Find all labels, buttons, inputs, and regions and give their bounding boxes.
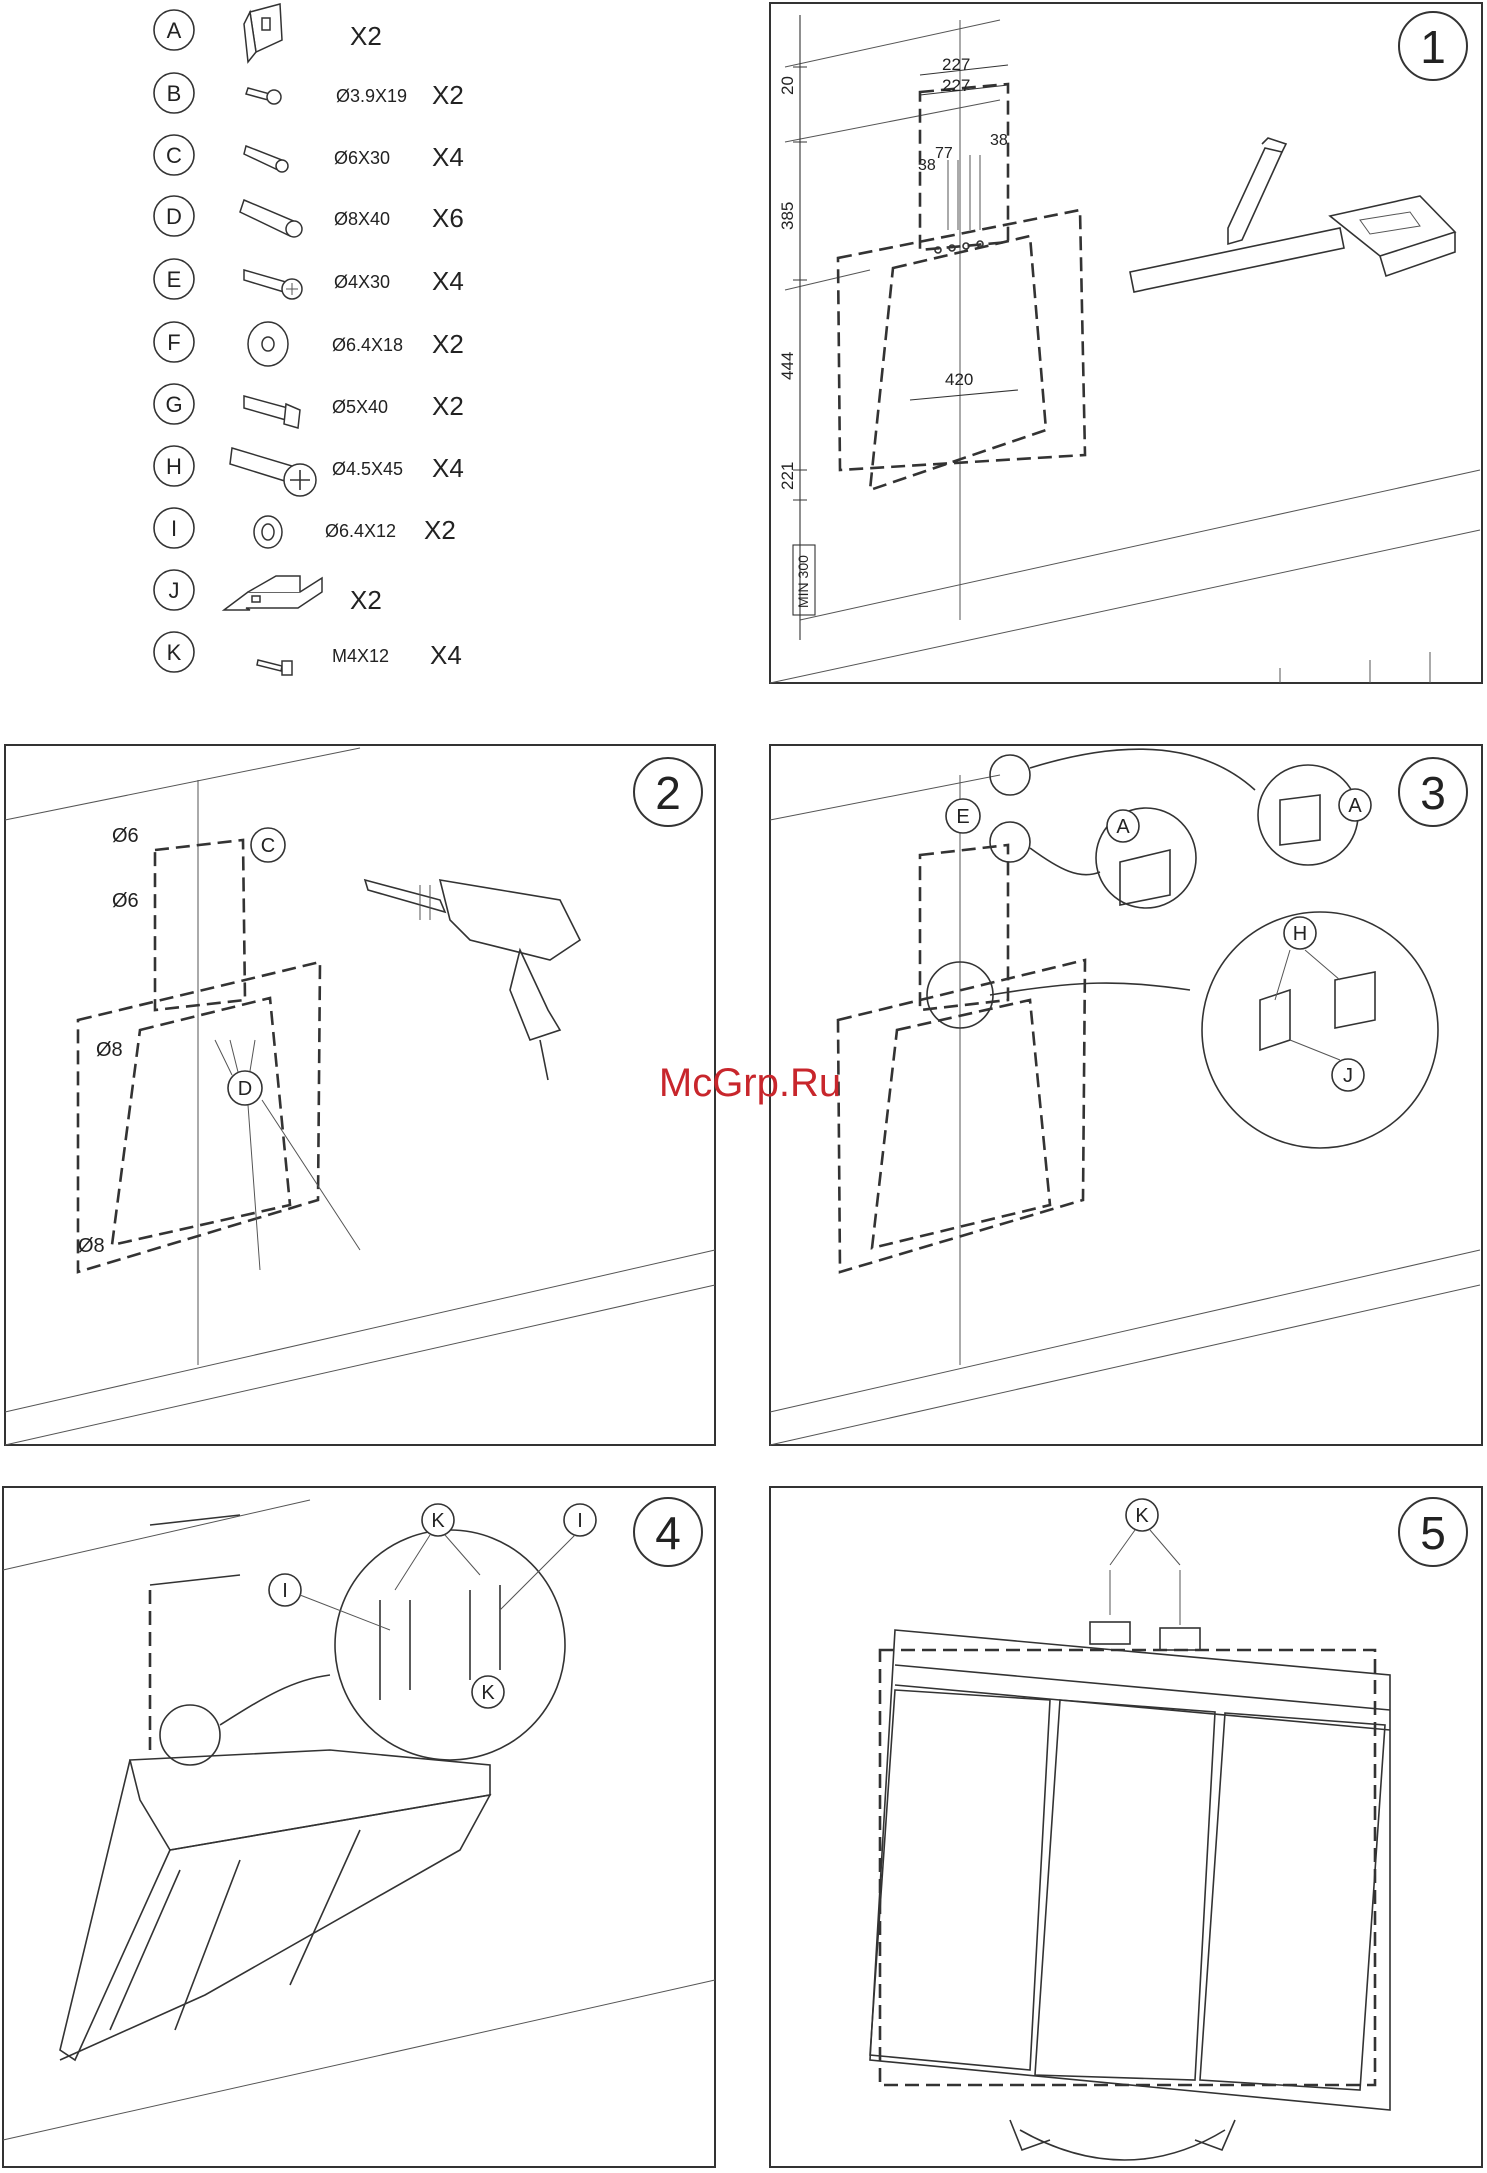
part-qty: X2 (350, 585, 382, 615)
wall-plug-small-icon (244, 146, 288, 172)
part-row-a: A X2 (154, 4, 382, 62)
part-letter: G (165, 392, 182, 417)
part-qty: X2 (432, 391, 464, 421)
step-4-panel: 4 K I I K (3, 1487, 715, 2167)
part-letter: B (167, 81, 182, 106)
parts-list: A X2 B Ø3.9X19 X2 C (154, 4, 464, 675)
dim-77: 77 (935, 145, 953, 162)
dim-38-right: 38 (990, 132, 1008, 149)
callout-c: C (261, 835, 275, 857)
part-size: Ø4.5X45 (332, 459, 403, 479)
dim-221: 221 (778, 462, 797, 490)
step-3-panel: 3 E A A H J (770, 745, 1482, 1445)
hex-bolt-icon (244, 396, 300, 428)
hole-label-6-mid: Ø6 (112, 890, 139, 912)
callout-i-top: I (577, 1510, 583, 1532)
part-row-c: C Ø6X30 X4 (154, 135, 464, 175)
part-row-f: F Ø6.4X18 X2 (154, 322, 464, 366)
part-row-g: G Ø5X40 X2 (154, 384, 464, 428)
dim-38-left: 38 (918, 157, 936, 174)
dim-20: 20 (778, 76, 797, 95)
part-letter: K (167, 640, 182, 665)
hood-front (870, 1630, 1390, 2110)
part-row-k: K M4X12 X4 (154, 632, 462, 675)
dim-min-300: MIN 300 (795, 555, 811, 608)
step-5-panel: 5 K (770, 1487, 1482, 2167)
step-number: 3 (1420, 767, 1446, 819)
part-qty: X2 (424, 515, 456, 545)
callout-a-left: A (1116, 816, 1130, 838)
part-letter: A (167, 18, 182, 43)
hole-label-8-bottom: Ø8 (78, 1235, 105, 1257)
step-number: 4 (655, 1507, 681, 1559)
short-screw-icon (246, 88, 281, 104)
dim-385: 385 (778, 202, 797, 230)
callout-j: J (1343, 1065, 1353, 1087)
part-size: Ø4X30 (334, 272, 390, 292)
wall-bracket-icon (244, 4, 282, 62)
dim-227-lower: 227 (942, 76, 970, 95)
part-size: Ø6.4X18 (332, 335, 403, 355)
dim-227-top: 227 (942, 55, 970, 74)
step-number: 5 (1420, 1507, 1446, 1559)
wood-screw-icon (244, 270, 302, 299)
part-row-d: D Ø8X40 X6 (154, 196, 464, 237)
part-size: M4X12 (332, 646, 389, 666)
dim-444: 444 (778, 352, 797, 380)
part-qty: X2 (432, 329, 464, 359)
callout-h: H (1293, 923, 1307, 945)
part-qty: X4 (432, 453, 464, 483)
part-qty: X6 (432, 203, 464, 233)
rotate-arrows-icon (1010, 2120, 1235, 2160)
part-letter: J (169, 578, 180, 603)
part-letter: D (166, 204, 182, 229)
mounting-plate-icon (224, 576, 322, 610)
cross-head-screw-icon (230, 448, 316, 496)
callout-a-right: A (1348, 795, 1362, 817)
dim-420: 420 (945, 370, 973, 389)
part-letter: I (171, 516, 177, 541)
part-qty: X2 (432, 80, 464, 110)
part-size: Ø6X30 (334, 148, 390, 168)
part-row-b: B Ø3.9X19 X2 (154, 73, 464, 113)
part-qty: X2 (350, 21, 382, 51)
callout-k-top: K (431, 1510, 445, 1532)
step-2-panel: 2 Ø6 Ø6 Ø8 Ø8 C D (5, 745, 715, 1445)
hood-body (60, 1750, 490, 2060)
callout-i-left: I (282, 1580, 288, 1602)
pencil-icon (1228, 138, 1286, 244)
machine-screw-icon (257, 660, 292, 675)
part-row-h: H Ø4.5X45 X4 (154, 446, 464, 496)
watermark: McGrp.Ru (659, 1061, 841, 1105)
part-letter: C (166, 143, 182, 168)
callout-e: E (956, 806, 969, 828)
part-size: Ø5X40 (332, 397, 388, 417)
part-qty: X4 (430, 640, 462, 670)
part-letter: F (167, 330, 180, 355)
callout-d: D (238, 1078, 252, 1100)
part-letter: H (166, 454, 182, 479)
large-washer-icon (248, 322, 288, 366)
part-size: Ø3.9X19 (336, 86, 407, 106)
callout-k-bottom: K (481, 1682, 495, 1704)
step-1-panel: 1 20 385 444 221 MIN 300 227 227 38 77 3… (770, 3, 1482, 683)
part-row-e: E Ø4X30 X4 (154, 259, 464, 299)
part-letter: E (167, 267, 182, 292)
part-size: Ø6.4X12 (325, 521, 396, 541)
hole-label-8-top: Ø8 (96, 1039, 123, 1061)
part-row-i: I Ø6.4X12 X2 (154, 508, 456, 548)
part-size: Ø8X40 (334, 209, 390, 229)
step-number: 1 (1420, 21, 1446, 73)
step-number: 2 (655, 767, 681, 819)
part-row-j: J X2 (154, 570, 382, 615)
hole-label-6-top: Ø6 (112, 825, 139, 847)
measuring-tape-icon (1130, 196, 1455, 292)
drill-icon (365, 880, 580, 1080)
part-qty: X4 (432, 142, 464, 172)
callout-k: K (1135, 1505, 1149, 1527)
wall-plug-large-icon (240, 200, 302, 237)
part-qty: X4 (432, 266, 464, 296)
small-washer-icon (254, 516, 282, 548)
